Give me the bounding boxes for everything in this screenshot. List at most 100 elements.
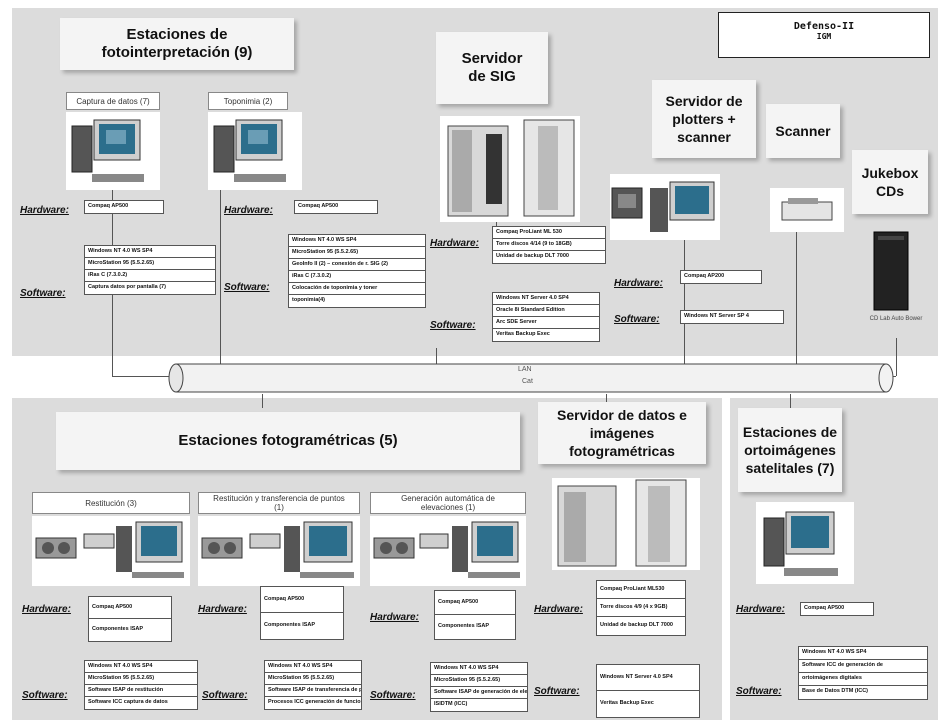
table-row: MicroStation 95 (5.5.2.65): [85, 258, 215, 270]
table-row: Windows NT Server 4.0 SP4: [493, 293, 599, 305]
jukebox-title: Jukebox CDs: [852, 150, 928, 214]
table-row: MicroStation 95 (5.5.2.65): [431, 675, 527, 687]
datos-hw-table: Compaq ProLiant ML530 Torre discos 4/9 (…: [596, 580, 686, 636]
connector: [790, 394, 791, 408]
jukebox-caption: CD Lab Auto Bower: [869, 316, 923, 322]
lan-cylinder: [168, 363, 894, 393]
server-image: [440, 116, 580, 222]
foto-ws2-label: Toponimia (2): [208, 92, 288, 110]
connector: [262, 394, 263, 408]
table-row: Compaq AP500: [88, 203, 129, 209]
server-image: [552, 478, 700, 570]
foto-hw1-table: Compaq AP500: [84, 200, 164, 214]
datos-sw-table: Windows NT Server 4.0 SP4 Veritas Backup…: [596, 664, 700, 718]
fotogram-ws-label: Restitución y transferencia de puntos (1…: [198, 492, 360, 514]
table-row: Compaq AP500: [89, 597, 171, 619]
pc-image: [610, 174, 720, 240]
table-row: Veritas Backup Exec: [600, 700, 654, 706]
table-row: Torre discos 4/9 (4 x 9GB): [597, 599, 685, 617]
table-row: Base de Datos DTM (ICC): [802, 688, 869, 694]
station-image: [370, 516, 526, 586]
table-row: Compaq ProLiant ML 530: [493, 227, 605, 239]
hardware-label: Hardware:: [20, 205, 69, 216]
orto-hw-table: Compaq AP500: [800, 602, 874, 616]
datos-title: Servidor de datos e imágenes fotogramétr…: [538, 402, 706, 464]
table-row: Windows NT Server 4.0 SP4: [597, 665, 699, 691]
connector: [606, 394, 607, 406]
pc-image: [208, 112, 302, 190]
table-row: Arc SDE Server: [493, 317, 599, 329]
hardware-label: Hardware:: [370, 612, 419, 623]
divider: [722, 398, 730, 720]
table-row: Veritas Backup Exec: [496, 331, 550, 337]
fotogram-title: Estaciones fotogramétricas (5): [56, 412, 520, 470]
fotogram-sw-table: Windows NT 4.0 WS SP4 MicroStation 95 (5…: [84, 660, 198, 710]
software-label: Software:: [430, 320, 476, 331]
software-label: Software:: [614, 314, 660, 325]
table-row: Compaq AP500: [261, 587, 343, 613]
table-row: Windows NT Server SP 4: [684, 313, 749, 319]
corner-title: Defenso-II: [793, 21, 855, 32]
table-row: Componentes ISAP: [264, 622, 316, 628]
table-row: Captura datos por pantalla (7): [88, 284, 166, 290]
software-label: Software:: [20, 288, 66, 299]
software-label: Software:: [224, 282, 270, 293]
plotters-title: Servidor de plotters + scanner: [652, 80, 756, 158]
table-row: Software ICC captura de datos: [88, 699, 168, 705]
table-row: Compaq AP500: [435, 591, 515, 615]
hardware-label: Hardware:: [224, 205, 273, 216]
table-row: iRas C (7.3.0.2): [289, 271, 425, 283]
table-row: Compaq ProLiant ML530: [597, 581, 685, 599]
orto-title: Estaciones de ortoimágenes satelitales (…: [738, 408, 842, 492]
jukebox-image: CD Lab Auto Bower: [866, 226, 926, 338]
foto-hw2-table: Compaq AP500: [294, 200, 378, 214]
hardware-label: Hardware:: [736, 604, 785, 615]
foto-sw1-table: Windows NT 4.0 WS SP4 MicroStation 95 (5…: [84, 245, 216, 295]
table-row: Software ICC de generación de: [799, 660, 927, 673]
hardware-label: Hardware:: [614, 278, 663, 289]
software-label: Software:: [736, 686, 782, 697]
sig-hw-table: Compaq ProLiant ML 530 Torre discos 4/14…: [492, 226, 606, 264]
table-row: Windows NT 4.0 WS SP4: [265, 661, 361, 673]
table-row: Unidad de backup DLT 7000: [496, 253, 569, 259]
lan-label2: Cat: [522, 378, 533, 385]
table-row: Oracle 8i Standard Edition: [493, 305, 599, 317]
fotogram-ws-label: Generación automática de elevaciones (1): [370, 492, 526, 514]
table-row: Torre discos 4/14 (9 to 18GB): [493, 239, 605, 251]
fotogram-hw-table: Compaq AP500 Componentes ISAP: [88, 596, 172, 642]
fotogram-sw-table: Windows NT 4.0 WS SP4 MicroStation 95 (5…: [430, 662, 528, 712]
table-row: Windows NT 4.0 WS SP4: [289, 235, 425, 247]
pc-image: [756, 502, 854, 584]
table-row: Software ISAP de generación de elevacion…: [431, 687, 527, 699]
plotters-sw-table: Windows NT Server SP 4: [680, 310, 784, 324]
table-row: GeoInfo II (2) – conexión de r. SIG (2): [289, 259, 425, 271]
foto-title: Estaciones de fotointerpretación (9): [60, 18, 294, 70]
fotogram-hw-table: Compaq AP500 Componentes ISAP: [260, 586, 344, 640]
table-row: Windows NT 4.0 WS SP4: [85, 246, 215, 258]
table-row: MicroStation 95 (5.5.2.65): [85, 673, 197, 685]
connector: [796, 232, 797, 376]
table-row: toponimia(4): [292, 297, 325, 303]
sig-sw-table: Windows NT Server 4.0 SP4 Oracle 8i Stan…: [492, 292, 600, 342]
table-row: Windows NT 4.0 WS SP4: [85, 661, 197, 673]
software-label: Software:: [22, 690, 68, 701]
table-row: Compaq AP200: [684, 273, 725, 279]
table-row: ortoimágenes digitales: [799, 673, 927, 686]
table-row: Componentes ISAP: [92, 626, 144, 632]
software-label: Software:: [370, 690, 416, 701]
plotters-hw-table: Compaq AP200: [680, 270, 762, 284]
lan-label: LAN: [518, 366, 532, 373]
table-row: MicroStation 95 (5.5.2.65): [265, 673, 361, 685]
hardware-label: Hardware:: [22, 604, 71, 615]
connector: [220, 190, 221, 376]
table-row: Compaq AP500: [298, 203, 339, 209]
table-row: Componentes ISAP: [438, 623, 490, 629]
table-row: Unidad de backup DLT 7000: [600, 622, 673, 628]
sig-title: Servidor de SIG: [436, 32, 548, 104]
table-row: Software ISAP de restitución: [85, 685, 197, 697]
fotogram-ws-label: Restitución (3): [32, 492, 190, 514]
station-image: [198, 516, 360, 586]
connector: [896, 338, 897, 376]
hardware-label: Hardware:: [198, 604, 247, 615]
table-row: Windows NT 4.0 WS SP4: [799, 647, 927, 660]
